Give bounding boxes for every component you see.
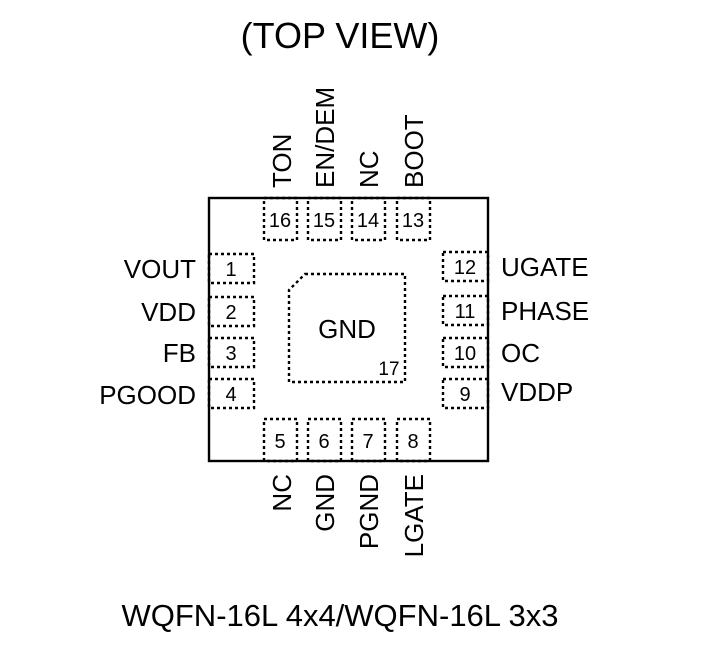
pin-number: 6 xyxy=(318,431,329,453)
pin-2: 2 VDD xyxy=(141,295,256,328)
diagram-title: (TOP VIEW) xyxy=(241,15,440,56)
pin-5: 5 NC xyxy=(262,417,299,512)
pin-name: BOOT xyxy=(399,114,429,188)
pin-13: 13 BOOT xyxy=(395,114,432,242)
pin-name: LGATE xyxy=(399,474,429,557)
pin-number: 16 xyxy=(269,210,291,232)
pin-name: VDDP xyxy=(501,377,573,407)
pin-number: 1 xyxy=(225,259,236,281)
pin-name: EN/DEM xyxy=(310,87,340,188)
pin-pad xyxy=(207,336,256,369)
pin-11: 11 PHASE xyxy=(441,294,589,327)
pin-pad xyxy=(262,417,299,463)
pin-name: VOUT xyxy=(124,254,196,284)
pin-pad xyxy=(441,377,490,410)
pin-14: 14 NC xyxy=(350,150,387,242)
pin-pad xyxy=(306,196,343,242)
pin-name: TON xyxy=(267,134,297,188)
pin-9: 9 VDDP xyxy=(441,377,573,410)
package-caption: WQFN-16L 4x4/WQFN-16L 3x3 xyxy=(122,598,559,633)
pin-number: 7 xyxy=(362,431,373,453)
pin-name: GND xyxy=(310,474,340,532)
pin-number: 13 xyxy=(402,210,424,232)
pin-12: 12 UGATE xyxy=(441,250,589,283)
pin-name: PGND xyxy=(354,474,384,549)
pin-8: 8 LGATE xyxy=(395,417,432,557)
package-body xyxy=(207,196,490,463)
pin-pad xyxy=(395,417,432,463)
pin-pad xyxy=(262,196,299,242)
pin-name: VDD xyxy=(141,297,196,327)
pin-number: 9 xyxy=(459,384,470,406)
pin-pad xyxy=(441,250,490,283)
pin-16: 16 TON xyxy=(262,134,299,242)
pin-name: NC xyxy=(354,150,384,188)
exposed-pad xyxy=(287,272,407,384)
pin-name: NC xyxy=(267,474,297,512)
pin-pad xyxy=(350,417,387,463)
pin-name: OC xyxy=(501,338,540,368)
pin-name: PHASE xyxy=(501,296,589,326)
pin-number: 10 xyxy=(454,343,476,365)
pin-1: 1 VOUT xyxy=(124,252,256,285)
pin-pad xyxy=(395,196,432,242)
pin-7: 7 PGND xyxy=(350,417,387,549)
pin-number: 4 xyxy=(225,384,236,406)
pin-pad xyxy=(306,417,343,463)
pin-3: 3 FB xyxy=(163,336,256,369)
pin-number: 3 xyxy=(225,343,236,365)
pin-name: FB xyxy=(163,338,196,368)
pin-pad xyxy=(441,294,490,327)
pin-name: UGATE xyxy=(501,252,589,282)
pin-number: 11 xyxy=(455,301,476,323)
pin-number: 8 xyxy=(407,431,418,453)
pin-number: 12 xyxy=(454,257,476,279)
exposed-pad-label: GND xyxy=(318,314,376,344)
pin-number: 15 xyxy=(313,210,335,232)
pin-4: 4 PGOOD xyxy=(99,377,256,410)
pin-name: PGOOD xyxy=(99,380,196,410)
exposed-pad-number: 17 xyxy=(378,359,399,380)
pin-number: 2 xyxy=(225,302,236,324)
pin-15: 15 EN/DEM xyxy=(306,87,343,242)
pin-10: 10 OC xyxy=(441,336,540,369)
pin-pad xyxy=(350,196,387,242)
pin-pad xyxy=(207,377,256,410)
pin-number: 14 xyxy=(357,210,379,232)
pin-6: 6 GND xyxy=(306,417,343,532)
pin-pad xyxy=(207,295,256,328)
pin-pad xyxy=(441,336,490,369)
pin-number: 5 xyxy=(274,431,285,453)
pin-pad xyxy=(207,252,256,285)
